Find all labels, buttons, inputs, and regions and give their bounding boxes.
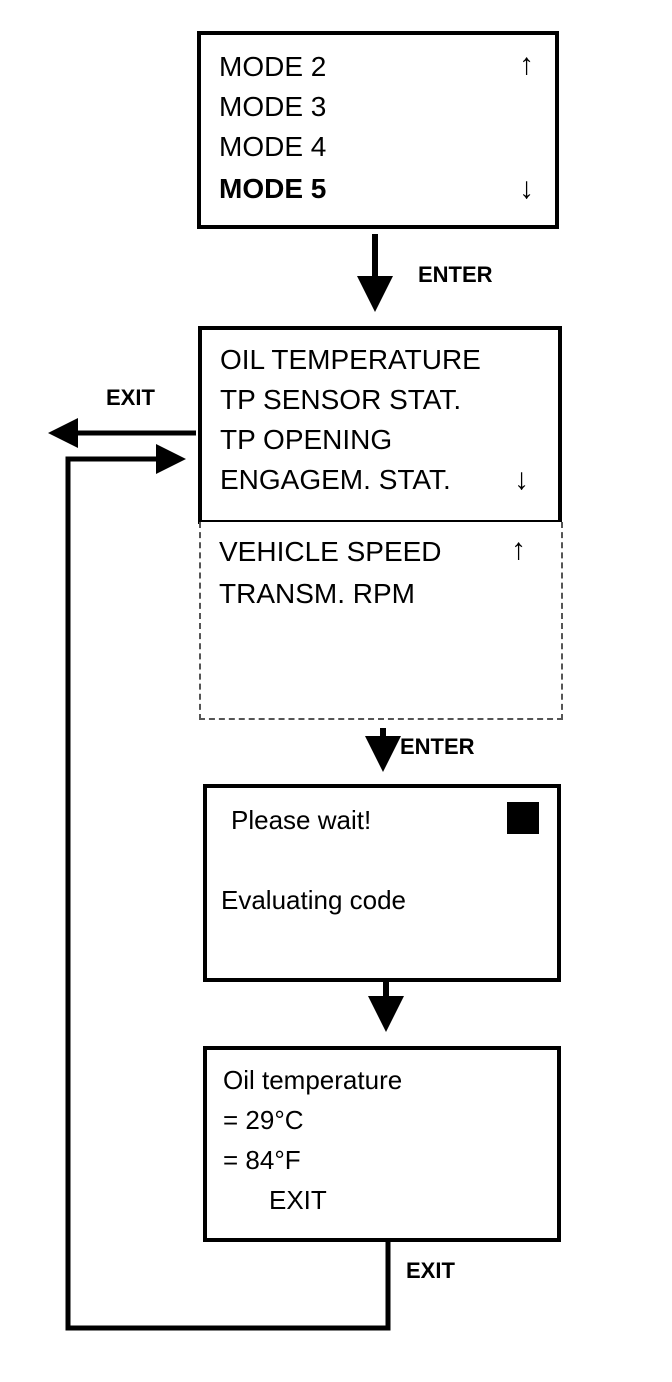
param-item-tp-sensor-stat[interactable]: TP SENSOR STAT. [220,384,462,415]
result-exit-option[interactable]: EXIT [269,1185,327,1215]
param-item-oil-temperature[interactable]: OIL TEMPERATURE [220,344,481,375]
result-title: Oil temperature [223,1065,403,1095]
enter-label-1: ENTER [418,262,493,287]
param-menu-box: OIL TEMPERATURE TP SENSOR STAT. TP OPENI… [198,326,562,524]
param-item-engagem-stat[interactable]: ENGAGEM. STAT. [220,464,451,495]
result-fahrenheit-value: = 84°F [223,1145,301,1175]
result-celsius-value: = 29°C [223,1105,304,1135]
param-menu-continuation: VEHICLE SPEED TRANSM. RPM ↑ [199,522,563,720]
wait-screen-box: Please wait! Evaluating code [203,784,561,982]
param-item-transm-rpm[interactable]: TRANSM. RPM [219,578,415,609]
scroll-down-icon: ↓ [514,463,529,496]
param-item-vehicle-speed[interactable]: VEHICLE SPEED [219,536,442,567]
param-item-tp-opening[interactable]: TP OPENING [220,424,393,455]
mode-item-5-selected[interactable]: MODE 5 [219,173,327,204]
mode-item-2[interactable]: MODE 2 [219,51,327,82]
return-loop-line [65,456,391,1331]
result-screen-box: Oil temperature = 29°C = 84°F EXIT [203,1046,561,1242]
scroll-up-icon: ↑ [511,533,526,566]
mode-menu-box: MODE 2 MODE 3 MODE 4 MODE 5 ↑ ↓ [197,31,559,229]
exit-label-bottom: EXIT [406,1258,455,1283]
scroll-down-icon: ↓ [519,172,534,205]
busy-indicator-icon [507,802,539,834]
mode-item-4[interactable]: MODE 4 [219,131,327,162]
evaluating-message: Evaluating code [221,885,407,915]
wait-message: Please wait! [231,805,372,835]
mode-item-3[interactable]: MODE 3 [219,91,327,122]
enter-label-2: ENTER [400,734,475,759]
exit-label-left: EXIT [106,385,155,410]
scroll-up-icon: ↑ [519,48,534,81]
